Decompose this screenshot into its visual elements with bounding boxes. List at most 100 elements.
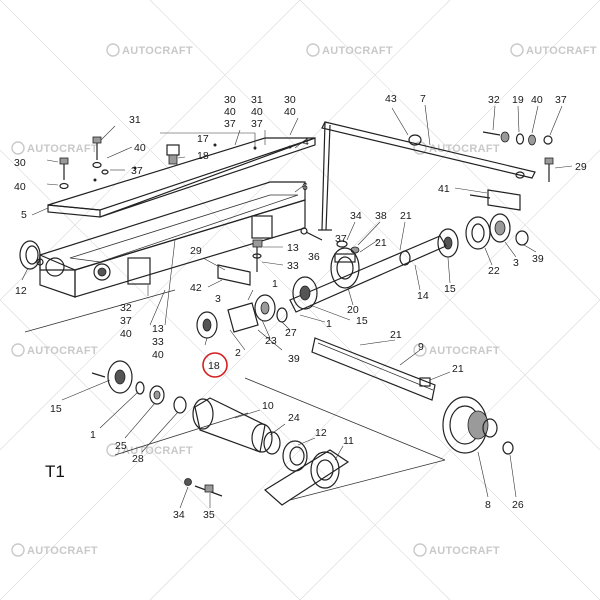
watermark-text: AUTOCRAFT (322, 45, 393, 57)
callout-label: 15 (50, 403, 62, 415)
callout-label: 30 (284, 94, 296, 106)
callout-label: 37 (335, 233, 347, 245)
callout-label: 3 (513, 257, 519, 269)
callout-label: 29 (190, 245, 202, 257)
leader-lines (21, 104, 573, 509)
callout-label: 38 (375, 210, 387, 222)
watermark-text: AUTOCRAFT (526, 45, 597, 57)
callout-label: 8 (485, 499, 491, 511)
watermark-text: AUTOCRAFT (27, 345, 98, 357)
callout-label: 21 (452, 363, 464, 375)
callout-label: 34 (350, 210, 362, 222)
callout-label: 40 (152, 349, 164, 361)
main-shaft-14 (289, 235, 447, 313)
callout-label: 15 (444, 283, 456, 295)
callout-label: 19 (512, 94, 524, 106)
callout-label: 11 (343, 435, 354, 447)
callout-label: 40 (251, 106, 263, 118)
callout-label: 10 (262, 400, 274, 412)
bolt-31-top (92, 136, 109, 175)
callout-label: 12 (15, 285, 27, 297)
callout-label-highlighted: 18 (208, 360, 220, 372)
hub-10 (192, 397, 273, 453)
callout-label: 32 (120, 302, 132, 314)
callout-label: 1 (90, 429, 96, 441)
ring-12-left (19, 240, 41, 270)
callout-label: 28 (132, 453, 144, 465)
watermark-text: AUTOCRAFT (429, 345, 500, 357)
housing-trough (36, 181, 306, 298)
rail-9 (311, 337, 436, 401)
callout-label: 7 (420, 93, 426, 105)
callout-label: 23 (265, 335, 277, 347)
ring-24 (263, 431, 281, 455)
callout-label: 21 (400, 210, 412, 222)
bracket-42-29 (217, 264, 251, 286)
callout-labels: 31 40 37 30 40 17 18 30 40 37 31 40 37 3… (14, 93, 587, 521)
clip-26 (502, 441, 514, 455)
callout-label: 24 (288, 412, 300, 424)
bolt-assembly-top-right (482, 131, 553, 146)
gear-15-lower (91, 360, 133, 394)
callout-label: 35 (203, 509, 215, 521)
callout-label: 39 (532, 253, 544, 265)
callout-label: 30 (14, 157, 26, 169)
bolt-13-33 (252, 239, 263, 272)
callout-label: 40 (531, 94, 543, 106)
watermark-text: AUTOCRAFT (27, 143, 98, 155)
bolt-34-35 (184, 478, 223, 497)
callout-label: 41 (438, 183, 450, 195)
callout-label: 13 (287, 242, 299, 254)
callout-label: 37 (251, 118, 263, 130)
callout-label: 40 (120, 328, 132, 340)
callout-label: 37 (120, 315, 132, 327)
watermark-text: AUTOCRAFT (429, 545, 500, 557)
pin-36 (300, 227, 323, 241)
callout-label: 3 (215, 293, 221, 305)
callout-label: 5 (21, 209, 27, 221)
watermark-logos: AUTOCRAFT AUTOCRAFT AUTOCRAFT AUTOCRAFT … (11, 43, 597, 557)
gear-8 (442, 396, 498, 454)
callout-label: 17 (197, 133, 209, 145)
callout-label: 21 (375, 237, 387, 249)
gear-15-center (292, 276, 318, 310)
ring-28 (173, 396, 187, 414)
callout-label: 32 (488, 94, 500, 106)
callout-label: 21 (390, 329, 402, 341)
washer-1 (135, 381, 145, 395)
callout-label: 14 (417, 290, 429, 302)
callout-label: 37 (131, 165, 143, 177)
callout-label: 1 (326, 318, 332, 330)
bracket-41 (469, 189, 521, 211)
callout-label: 4 (303, 136, 309, 148)
callout-label: 27 (285, 327, 297, 339)
callout-label: 37 (224, 118, 236, 130)
watermark-text: AUTOCRAFT (122, 445, 193, 457)
callout-label: 40 (224, 106, 236, 118)
callout-label: 37 (555, 94, 567, 106)
watermark-text: AUTOCRAFT (122, 45, 193, 57)
callout-label: 33 (152, 336, 164, 348)
callout-label: 22 (488, 265, 500, 277)
arm-11 (263, 449, 350, 506)
diagram-title: T1 (45, 462, 65, 481)
callout-label: 31 (251, 94, 263, 106)
plug-17-18 (166, 144, 180, 165)
callout-label: 39 (288, 353, 300, 365)
bearing-25 (149, 385, 165, 405)
callout-label: 42 (190, 282, 202, 294)
callout-label: 36 (308, 251, 320, 263)
callout-label: 25 (115, 440, 127, 452)
callout-label: 13 (152, 323, 164, 335)
callout-label: 26 (512, 499, 524, 511)
callout-label: 40 (284, 106, 296, 118)
gear-cluster-center (196, 294, 288, 339)
watermark-text: AUTOCRAFT (429, 143, 500, 155)
bolt-29-right (544, 157, 554, 182)
lever-arm-7 (318, 121, 536, 231)
callout-label: 40 (134, 142, 146, 154)
callout-label: 30 (224, 94, 236, 106)
callout-label: 20 (347, 304, 359, 316)
